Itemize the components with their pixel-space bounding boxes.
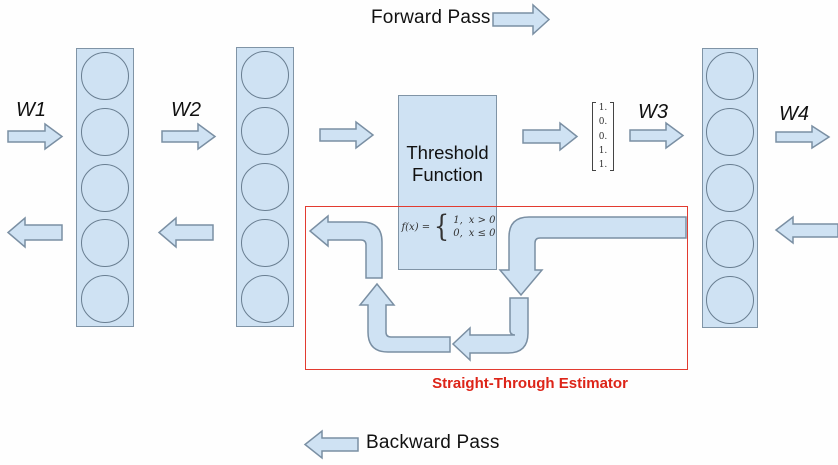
output-vector: 1. 0. 0. 1. 1. (592, 102, 614, 171)
ste-elbow-left-to-up-icon (358, 282, 451, 353)
ste-elbow-up-to-left-icon (308, 214, 383, 279)
weight-label-w2: W2 (171, 99, 201, 121)
neuron-node (706, 108, 754, 156)
vector-entry: 1. (598, 145, 608, 156)
ste-elbow-down-to-left-icon (451, 297, 529, 362)
w4-forward-arrow-icon (775, 124, 831, 150)
vector-entry: 0. (598, 117, 608, 128)
neuron-node (706, 164, 754, 212)
backward-pass-label: Backward Pass (366, 432, 500, 453)
neuron-node (81, 219, 129, 268)
neuron-node (241, 219, 289, 267)
threshold-function-title: Threshold Function (406, 142, 489, 185)
threshold-formula: f(x) = { 1, x > 0 0, x ≤ 0 (401, 209, 496, 244)
network-layer-1 (76, 48, 134, 327)
formula-case1-condition: x > 0 (468, 215, 496, 226)
neuron-node (241, 163, 289, 211)
vector-bracket-right (610, 102, 614, 171)
formula-lhs: f(x) = (401, 221, 431, 233)
w1-forward-arrow-icon (7, 122, 64, 151)
forward-pass-arrow-icon (492, 3, 551, 36)
weight-label-w1: W1 (16, 99, 46, 121)
neuron-node (706, 276, 754, 324)
neuron-node (241, 51, 289, 99)
formula-case2-condition: x ≤ 0 (468, 228, 496, 239)
network-layer-3 (702, 48, 758, 328)
weight-label-w3: W3 (638, 101, 668, 123)
neuron-node (241, 275, 289, 323)
straight-through-estimator-label: Straight-Through Estimator (432, 375, 628, 392)
backward-pass-arrow-icon (303, 429, 359, 460)
network-layer-2 (236, 47, 294, 327)
w2-forward-arrow-icon (161, 122, 217, 151)
vector-bracket-left (592, 102, 596, 171)
formula-brace: { (434, 209, 450, 244)
hidden-to-threshold-arrow-icon (319, 120, 375, 150)
neuron-node (81, 52, 129, 100)
neuron-node (706, 220, 754, 268)
formula-case2-value: 0, (453, 228, 463, 239)
neuron-node (81, 163, 129, 212)
vector-entry: 0. (598, 131, 608, 142)
backward-arrow-left-1-icon (6, 216, 63, 249)
backward-arrow-right-icon (774, 215, 838, 245)
forward-pass-label: Forward Pass (371, 7, 491, 28)
ste-elbow-right-to-down-icon (498, 216, 687, 297)
neuron-node (81, 275, 129, 323)
vector-entry: 1. (598, 160, 608, 170)
neuron-node (706, 52, 754, 100)
neuron-node (241, 107, 289, 155)
neuron-node (81, 107, 129, 156)
threshold-to-output-arrow-icon (522, 121, 579, 152)
w3-forward-arrow-icon (629, 121, 685, 150)
vector-entry: 1. (598, 103, 608, 113)
threshold-function-box: Threshold Function f(x) = { 1, x > 0 0, … (398, 95, 497, 270)
backward-arrow-left-2-icon (157, 216, 214, 249)
formula-case1-value: 1, (453, 215, 463, 226)
weight-label-w4: W4 (779, 103, 809, 125)
